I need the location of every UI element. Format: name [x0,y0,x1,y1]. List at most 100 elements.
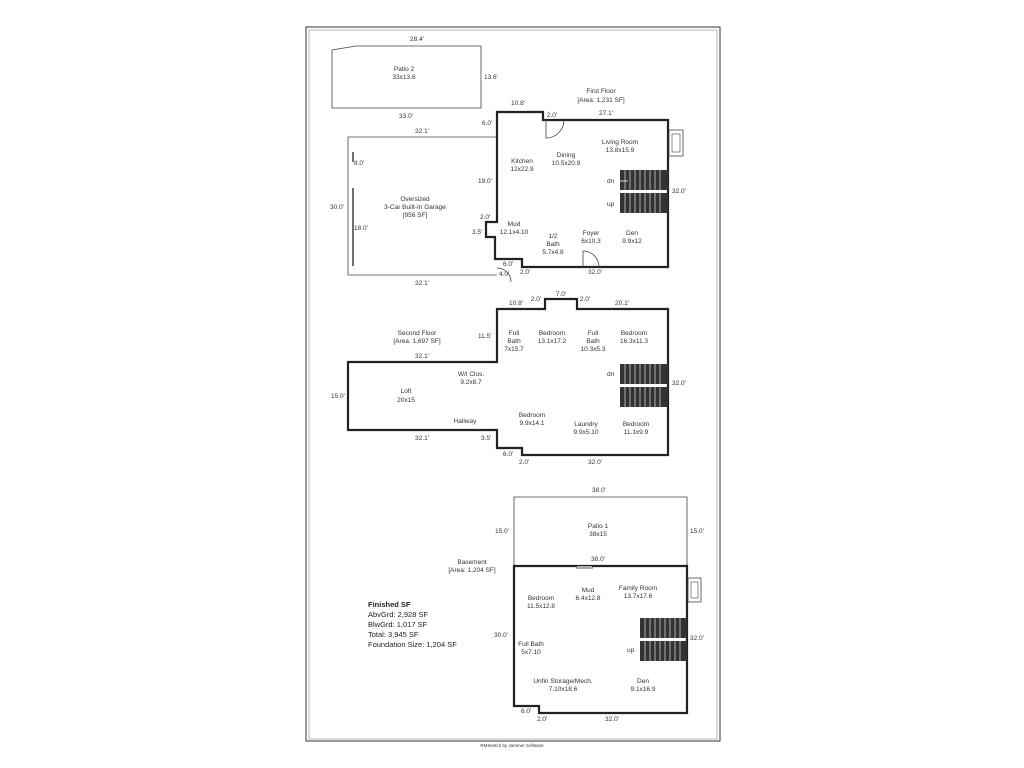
room-bsmt-mud-name: Mud [582,587,595,594]
ff-stairs-up: up [607,201,615,208]
bsmt-dim-right: 32.0' [690,635,704,642]
patio-1-outline [513,496,688,566]
room-living-name: Living Room [602,139,638,146]
room-mud-size: 12.1x4.10 [500,229,529,236]
garage: 32.1' 30.0' 8.0' 18.0' Oversized 3-Car B… [330,128,509,287]
ff-dim-left-upper: 6.0' [482,120,492,127]
sf-dim-top-mid: 7.0' [556,291,566,298]
room-family-size: 13.7x17.6 [624,593,653,600]
room-dining-size: 10.5x20.9 [552,160,581,167]
patio-1-dim-right: 15.0' [690,528,704,535]
room-full-bath-2-name-2: Bath [586,338,600,345]
sf-dim-notch-r: 2.0' [580,296,590,303]
summary-blw: BlwGrd: 1,017 SF [368,620,428,629]
room-bsmt-mud-size: 6.4x12.8 [576,595,601,602]
garage-name-2: 3-Car Built-In Garage [384,204,446,211]
basement-title: Basement [457,559,486,566]
garage-outline [347,136,497,276]
garage-dim-left: 30.0' [330,204,344,211]
ff-dim-bottom: 32.0' [588,269,602,276]
garage-area: [956 SF] [403,212,428,219]
bsmt-dim-notch-v: 6.0' [521,708,531,715]
bsmt-dim-bottom: 32.0' [605,716,619,723]
room-bsmt-den-name: Den [637,678,649,685]
room-bedroom-2-size: 16.3x11.3 [620,338,648,345]
room-full-bath-2-size: 10.3x5.3 [581,346,606,353]
room-dining-name: Dining [557,152,576,159]
room-loft-name: Loft [401,388,412,395]
summary-abv: AbvGrd: 2,928 SF [368,610,428,619]
room-hallway-name: Hallway [454,418,478,425]
summary-foundation: Foundation Size: 1,204 SF [368,640,457,649]
room-foyer-size: 6x10.3 [581,238,601,245]
room-kitchen-name: Kitchen [511,158,533,165]
room-bsmt-den-size: 9.1x16.9 [631,686,656,693]
garage-dim-inner-lower: 18.0' [354,225,368,232]
ff-dim-top-left: 10.8' [511,100,525,107]
sf-dim-bottom: 32.0' [588,459,602,466]
ff-dim-notch-v: 6.0' [503,261,513,268]
room-bedroom-2-name: Bedroom [621,330,647,337]
second-floor-title: Second Floor [398,330,437,337]
ff-dim-notch: 2.0' [547,112,557,119]
patio-1-dim-bottom: 38.0' [591,556,605,563]
first-floor-walls [484,110,670,269]
basement: Basement [Area: 1,204 SF] 30.0' 32.0' 6.… [448,559,704,723]
room-bedroom-1-name: Bedroom [539,330,565,337]
ff-dim-left-step: 2.0' [480,214,490,221]
patio-1-name: Patio 1 [588,523,609,530]
sf-dim-left-step: 11.5' [478,333,491,340]
bsmt-dim-left: 30.0' [494,632,508,639]
summary-total: Total: 3,945 SF [368,630,419,639]
sf-stairs-dn: dn [607,371,615,378]
garage-dim-bottom: 32.1' [415,280,429,287]
summary-title: Finished SF [368,600,411,609]
sf-stairs: dn [607,364,668,407]
garage-dim-bottom-right: 4.0' [499,271,509,278]
sf-dim-loft-top: 32.1' [415,353,429,360]
room-family-name: Family Room [619,585,657,592]
sf-dim-right: 32.0' [672,380,686,387]
room-full-bath-1-name: Full [509,330,520,337]
room-storage-name: Unfin Storage/Mech. [533,678,592,685]
patio-2-dim-right: 13.6' [484,74,498,81]
room-den-size: 9.9x12 [622,238,642,245]
room-bsmt-bedroom-name: Bedroom [528,595,554,602]
sf-dim-top-left: 10.8' [509,300,523,307]
room-mud-name: Mud [508,221,521,228]
ff-dim-left-mid: 19.0' [478,178,492,185]
room-den-name: Den [626,230,638,237]
room-half-bath-size: 5.7x4.8 [542,249,564,256]
patio-2-dim-top: 28.4' [410,36,424,43]
room-foyer-name: Foyer [583,230,600,237]
patio-2: 28.4' Patio 2 33x13.6 13.6' 33.0' [331,36,498,120]
first-floor-area: [Area: 1,231 SF] [577,97,625,104]
second-floor: Second Floor [Area: 1,697 SF] 10.8' 2.0'… [331,291,686,466]
sf-dim-notch-l: 2.0' [531,296,541,303]
patio-2-outline [331,45,482,109]
room-bsmt-bedroom-size: 11.5x12.8 [527,603,555,610]
room-bedroom-3-name: Bedroom [519,412,545,419]
room-storage-size: 7.10x18.6 [549,686,578,693]
ff-dim-top-main: 27.1' [599,110,613,117]
ff-dim-right: 32.0' [672,188,686,195]
patio-2-dim-bottom: 33.0' [399,113,413,120]
room-bedroom-1-size: 13.1x17.2 [538,338,567,345]
room-wic-size: 9.2x8.7 [460,379,482,386]
room-full-bath-1-name-2: Bath [507,338,521,345]
patio-1-dim-left: 15.0' [495,528,509,535]
inner-border [308,29,718,740]
room-loft-size: 20x15 [397,397,415,404]
room-bedroom-4-name: Bedroom [623,421,649,428]
second-floor-area: [Area: 1,697 SF] [393,338,441,345]
ff-dim-notch-h: 2.0' [520,269,530,276]
room-wic-name: W/I Clos. [458,371,485,378]
bsmt-stairs-up: up [627,647,635,654]
sf-dim-top-right: 20.1' [615,300,629,307]
basement-area: [Area: 1,204 SF] [448,567,496,574]
sf-dim-loft-bottom: 32.1' [415,435,429,442]
room-bsmt-full-bath-size: 5x7.10 [521,649,541,656]
garage-dim-inner-upper: 8.0' [354,160,364,167]
first-floor: First Floor [Area: 1,231 SF] 10.8' 27.1'… [472,88,686,283]
